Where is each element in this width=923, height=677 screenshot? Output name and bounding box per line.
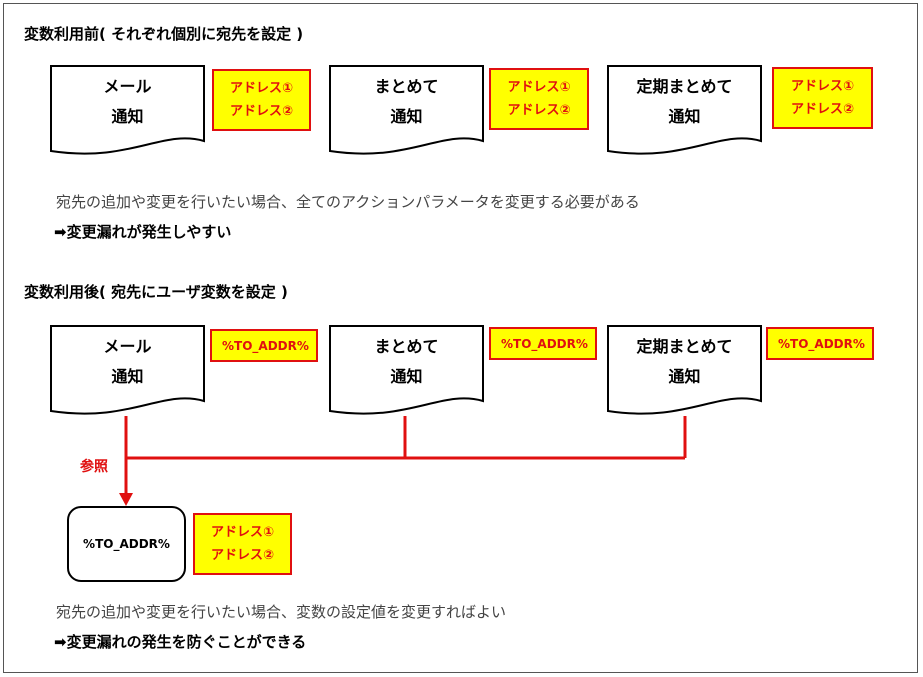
document-shape: [50, 65, 205, 155]
document-shape: [50, 325, 205, 415]
after-description: 宛先の追加や変更を行いたい場合、変数の設定値を変更すればよい: [56, 603, 507, 621]
address-line2: アドレス②: [229, 104, 293, 119]
address-line1: アドレス①: [210, 525, 274, 540]
doc-label-line1: まとめて: [374, 77, 439, 96]
variable-value-address-box: アドレス① アドレス②: [193, 513, 292, 575]
doc-label-line2: 通知: [668, 107, 701, 126]
before-description: 宛先の追加や変更を行いたい場合、全てのアクションパラメータを変更する必要がある: [56, 193, 640, 211]
diagram-frame: [3, 3, 918, 673]
doc-label-line1: 定期まとめて: [636, 337, 733, 356]
reference-label: 参照: [80, 459, 108, 475]
address-box-before-2: アドレス① アドレス②: [489, 68, 589, 130]
document-shape: [329, 325, 484, 415]
address-line2: アドレス②: [790, 102, 854, 117]
doc-label-line1: 定期まとめて: [636, 77, 733, 96]
before-conclusion: ➡変更漏れが発生しやすい: [54, 223, 232, 241]
doc-label-line1: まとめて: [374, 337, 439, 356]
variable-ref-box-2: %TO_ADDR%: [489, 327, 597, 360]
document-batch-notify-before: まとめて 通知: [329, 65, 484, 157]
address-box-before-1: アドレス① アドレス②: [212, 69, 311, 131]
document-shape: [329, 65, 484, 155]
doc-label-line2: 通知: [111, 367, 144, 386]
document-batch-notify-after: まとめて 通知: [329, 325, 484, 417]
document-shape: [607, 65, 762, 155]
before-heading: 変数利用前( それぞれ個別に宛先を設定 ): [24, 25, 304, 43]
doc-label-line2: 通知: [390, 367, 423, 386]
variable-ref-box-3: %TO_ADDR%: [766, 327, 874, 360]
address-line1: アドレス①: [507, 80, 571, 95]
address-line1: アドレス①: [790, 79, 854, 94]
after-heading: 変数利用後( 宛先にユーザ変数を設定 ): [24, 283, 288, 301]
doc-label-line2: 通知: [390, 107, 423, 126]
address-line1: アドレス①: [229, 81, 293, 96]
doc-label-line2: 通知: [111, 107, 144, 126]
variable-definition-box: %TO_ADDR%: [67, 506, 186, 582]
document-scheduled-batch-notify-after: 定期まとめて 通知: [607, 325, 762, 417]
address-line2: アドレス②: [210, 548, 274, 563]
document-mail-notify-after: メール 通知: [50, 325, 205, 417]
after-conclusion: ➡変更漏れの発生を防ぐことができる: [54, 633, 307, 651]
document-mail-notify-before: メール 通知: [50, 65, 205, 157]
address-box-before-3: アドレス① アドレス②: [772, 67, 873, 129]
document-scheduled-batch-notify-before: 定期まとめて 通知: [607, 65, 762, 157]
variable-ref-box-1: %TO_ADDR%: [210, 329, 318, 362]
arrow-head-icon: [119, 493, 133, 506]
doc-label-line1: メール: [103, 337, 152, 356]
doc-label-line1: メール: [103, 77, 152, 96]
doc-label-line2: 通知: [668, 367, 701, 386]
address-line2: アドレス②: [507, 103, 571, 118]
document-shape: [607, 325, 762, 415]
